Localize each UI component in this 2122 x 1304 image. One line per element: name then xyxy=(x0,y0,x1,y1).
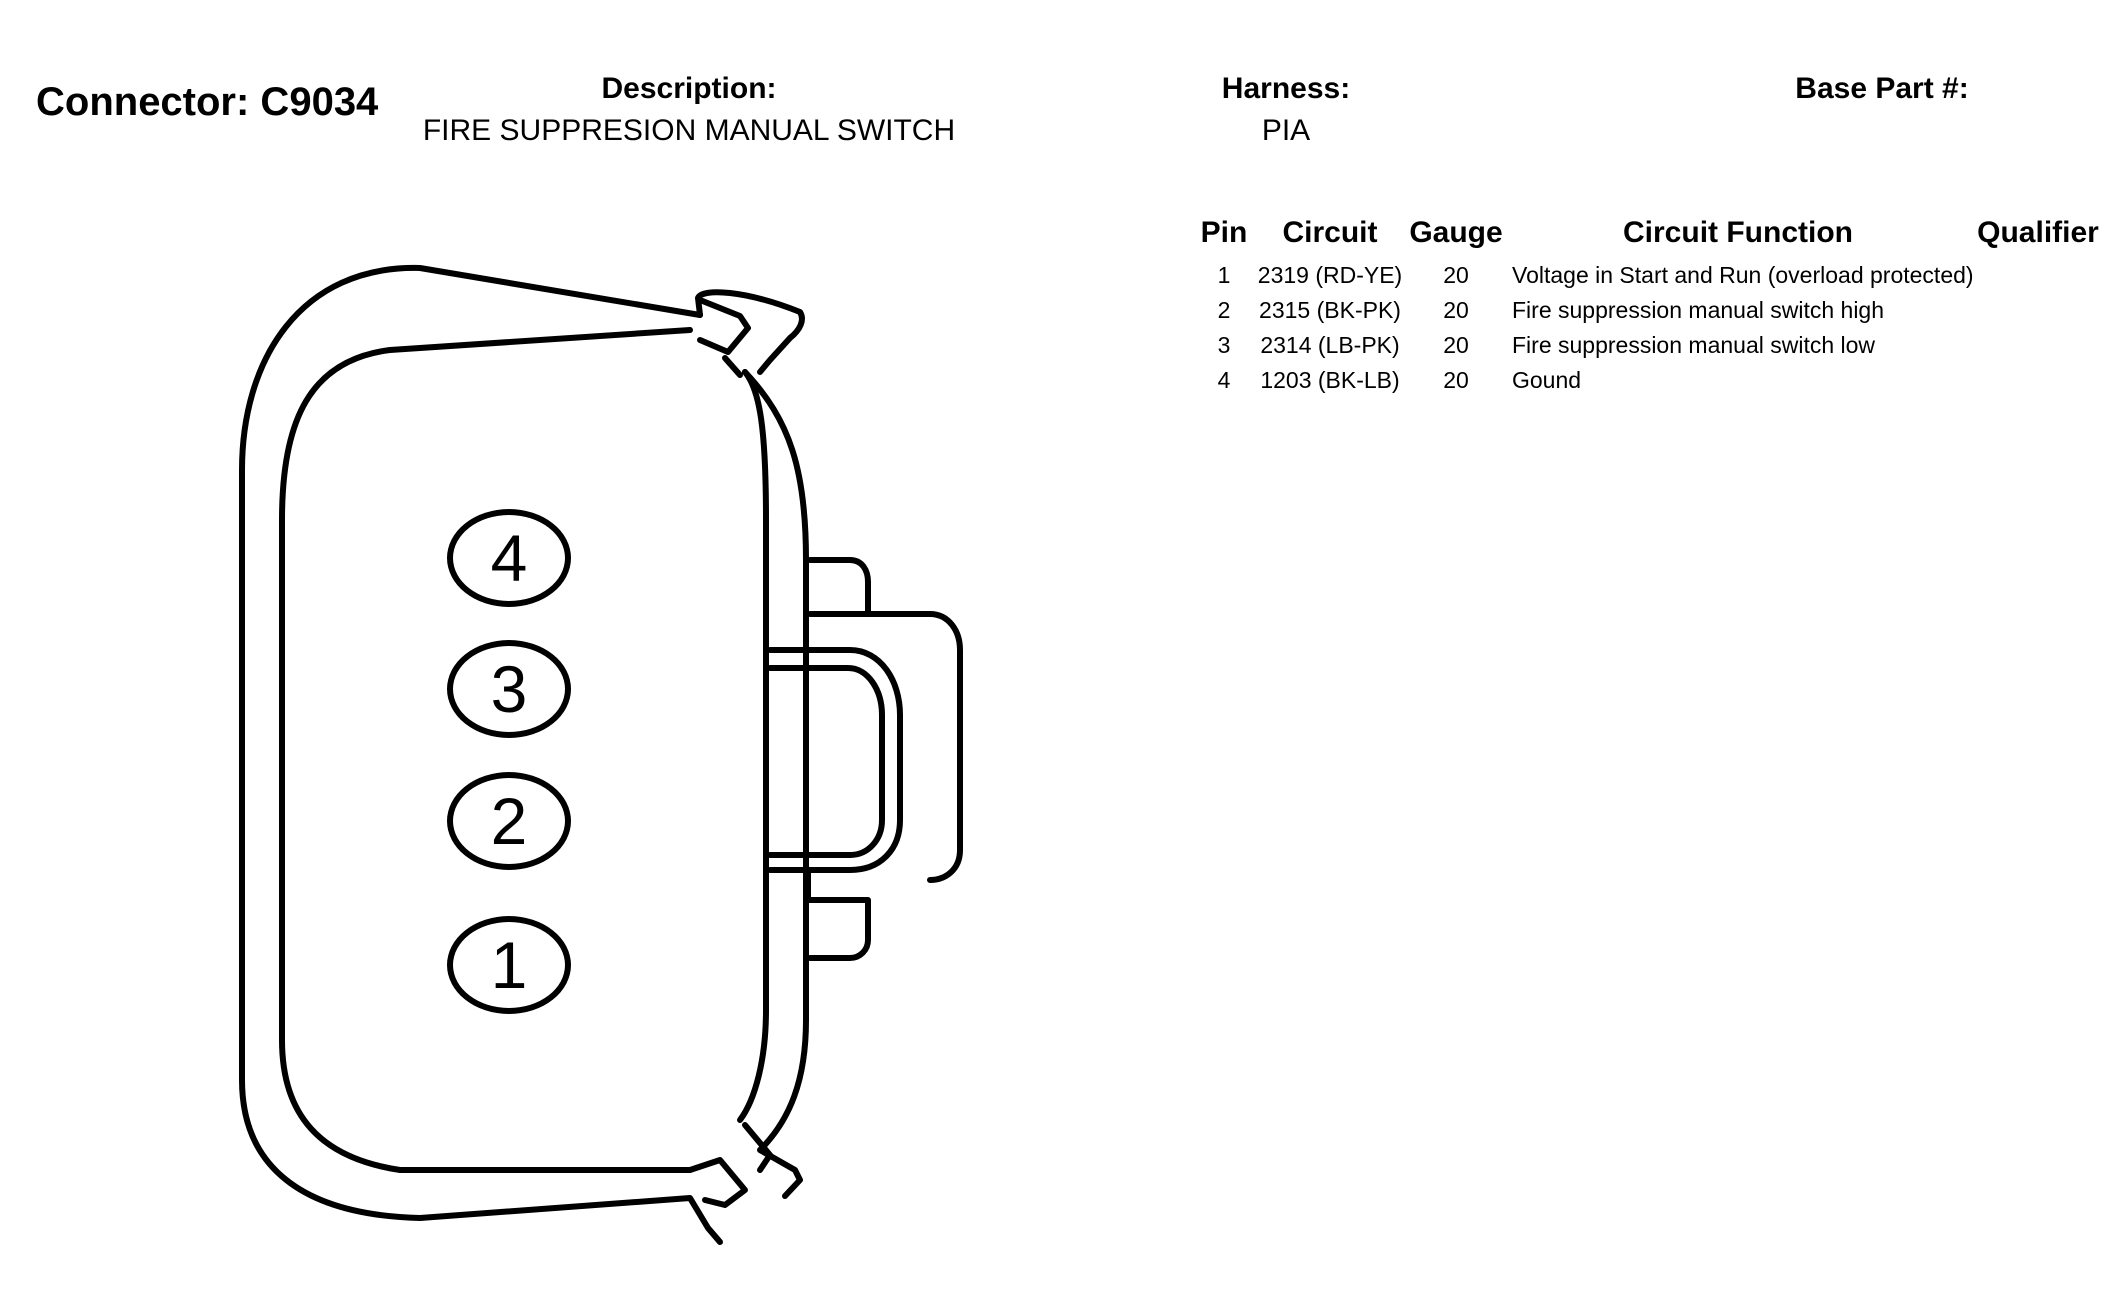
pin-cell: 4 xyxy=(1217,367,1231,393)
connector-housing-outer-right xyxy=(742,369,809,1199)
column-header-circuit: Circuit xyxy=(1282,216,1378,249)
function-cell: Fire suppression manual switch low xyxy=(1512,332,1876,358)
pin-cavity-3: 3 xyxy=(447,640,571,738)
circuit-cell: 2319 (RD-YE) xyxy=(1257,262,1403,288)
pin-cavity-4: 4 xyxy=(447,509,571,607)
pin-cavity-1: 1 xyxy=(447,916,571,1014)
pin-number-label: 2 xyxy=(490,784,528,858)
gauge-cell: 20 xyxy=(1443,297,1469,323)
base-part-label: Base Part #: xyxy=(1795,72,1969,105)
column-header-pin: Pin xyxy=(1200,216,1248,249)
function-cell: Voltage in Start and Run (overload prote… xyxy=(1512,262,1974,288)
function-cell: Gound xyxy=(1512,367,1582,393)
harness-label: Harness: xyxy=(1221,72,1351,105)
column-header-circuit-function: Circuit Function xyxy=(1623,216,1853,249)
gauge-cell: 20 xyxy=(1443,262,1469,288)
circuit-cell: 1203 (BK-LB) xyxy=(1260,367,1400,393)
pin-cell: 3 xyxy=(1217,332,1231,358)
connector-housing-inner xyxy=(279,327,693,1173)
column-header-gauge: Gauge xyxy=(1409,216,1503,249)
pin-cavity-2: 2 xyxy=(447,772,571,870)
description-label: Description: xyxy=(601,72,777,105)
function-cell: Fire suppression manual switch high xyxy=(1512,297,1885,323)
pin-number-label: 4 xyxy=(490,521,528,595)
harness-value: PIA xyxy=(1261,114,1311,147)
side-latch xyxy=(807,557,871,617)
gauge-cell: 20 xyxy=(1443,367,1469,393)
gauge-cell: 20 xyxy=(1443,332,1469,358)
circuit-cell: 2315 (BK-PK) xyxy=(1259,297,1401,323)
description-value: FIRE SUPPRESION MANUAL SWITCH xyxy=(422,114,956,147)
connector-title: Connector: C9034 xyxy=(36,80,379,124)
top-latch xyxy=(695,289,805,375)
pin-number-label: 3 xyxy=(490,652,528,726)
pin-cell: 2 xyxy=(1217,297,1231,323)
connector-housing-outer xyxy=(239,264,723,1245)
pin-cell: 1 xyxy=(1217,262,1231,288)
column-header-qualifier: Qualifier xyxy=(1977,216,2099,249)
circuit-cell: 2314 (LB-PK) xyxy=(1260,332,1400,358)
pin-number-label: 1 xyxy=(490,928,528,1002)
